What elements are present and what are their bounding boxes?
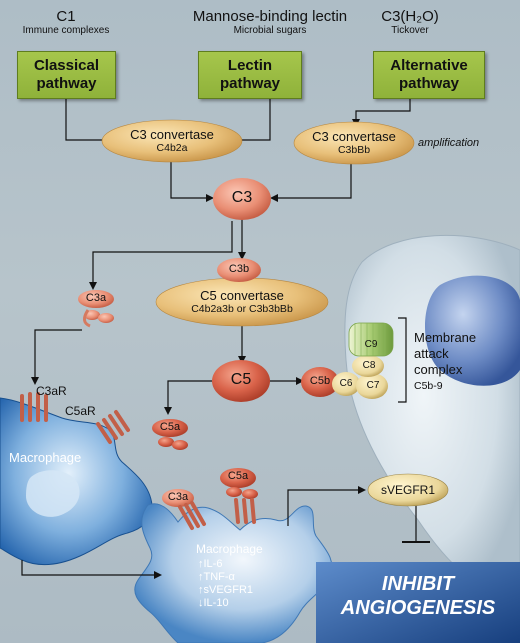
outcome-line2: ANGIOGENESIS xyxy=(340,597,496,619)
arrow-c3con-to-c3 xyxy=(170,160,214,202)
arrow-macrophage-to-svegfr1 xyxy=(287,486,366,526)
c5-convertase: C5 convertase C4b2a3b or C3b3bBb xyxy=(156,280,328,324)
c5ar-receptor xyxy=(96,410,130,444)
c3ar-label: C3aR xyxy=(36,384,67,398)
c5a-molecule xyxy=(152,419,188,450)
c6-label: C6 xyxy=(339,378,353,389)
c5a-label: C5a xyxy=(159,421,181,433)
mac-line3: complex xyxy=(414,362,463,377)
c3b-label: C3b xyxy=(228,263,250,275)
effect-svegfr1: ↑sVEGFR1 xyxy=(198,584,254,596)
c3-shape xyxy=(213,178,271,220)
macrophage-bottom-cell xyxy=(134,503,333,643)
effect-il6: ↑IL-6 xyxy=(198,558,223,570)
effect-il10: ↓IL-10 xyxy=(198,597,229,609)
arrow-alternative-to-c3con xyxy=(352,99,411,127)
c9-shape xyxy=(348,322,394,357)
classical-pathway-box: Classical pathway xyxy=(17,51,116,99)
alternative-pathway-line1: Alternative xyxy=(390,57,468,74)
c3b-shape xyxy=(217,258,261,282)
c7-label: C7 xyxy=(366,380,380,391)
c5-convertase-formula: C4b2a3b or C3b3bBb xyxy=(191,303,293,315)
c3a-receptor-complex xyxy=(162,489,206,530)
c5a-bound-label: C5a xyxy=(227,470,249,482)
c3-convertase-alternative-formula: C3bBb xyxy=(337,144,371,156)
svegfr1-shape xyxy=(367,473,449,507)
classical-pathway-line1: Classical xyxy=(33,57,100,74)
mac-line1: Membrane xyxy=(414,330,477,345)
arrow-c5-to-c5a xyxy=(164,380,212,415)
lectin-pathway-line2: pathway xyxy=(219,75,280,92)
mac-line2: attack xyxy=(414,346,449,361)
c5-shape xyxy=(212,360,270,402)
effect-tnf: ↑TNF-α xyxy=(198,571,235,583)
outcome-box xyxy=(316,562,520,643)
macrophage-top-label: Macrophage xyxy=(9,450,82,465)
c3a-bound-label: C3a xyxy=(167,491,189,503)
mac-bracket xyxy=(398,317,407,403)
c8-shape xyxy=(352,355,384,377)
c3-convertase-alternative-title: C3 convertase xyxy=(312,129,396,144)
outcome-line1: INHIBIT xyxy=(381,573,455,595)
c3-convertase-alternative-shape xyxy=(293,121,415,165)
arrow-c3-to-c3a xyxy=(89,221,233,290)
source-lectin-subtitle: Microbial sugars xyxy=(233,25,307,36)
c3-convertase-classical-formula: C4b2a xyxy=(156,142,188,154)
c3-convertase-classical-title: C3 convertase xyxy=(130,127,214,142)
c5b-shape xyxy=(301,367,339,397)
alternative-pathway-line2: pathway xyxy=(398,75,459,92)
svegfr1-label: sVEGFR1 xyxy=(380,483,435,497)
cell-nucleus xyxy=(425,275,520,386)
mac-label: Membrane attack complex C5b-9 xyxy=(414,330,476,394)
macrophage-top-vacuole xyxy=(26,470,80,517)
c3-convertase-alternative: C3 convertase C3bBb xyxy=(294,123,414,163)
c7-shape xyxy=(356,373,388,399)
amplification-label: amplification xyxy=(418,137,480,149)
macrophage-effects: ↑IL-6 ↑TNF-α ↑sVEGFR1 ↓IL-10 xyxy=(198,558,253,610)
c3a-molecule xyxy=(78,290,114,328)
c5-convertase-title: C5 convertase xyxy=(200,288,284,303)
c3-convertase-classical: C3 convertase C4b2a xyxy=(102,121,242,161)
c5-label: C5 xyxy=(230,371,252,388)
source-alternative-title: C3(H₂O) xyxy=(381,8,439,25)
outcome-text: INHIBIT ANGIOGENESIS xyxy=(316,572,520,620)
arrow-c3a-to-c3ar xyxy=(31,329,82,385)
c9-label: C9 xyxy=(364,339,378,350)
lectin-pathway-box: Lectin pathway xyxy=(198,51,302,99)
lectin-pathway-line1: Lectin xyxy=(227,57,273,74)
c5b-label: C5b xyxy=(309,375,331,387)
source-classical-title: C1 xyxy=(56,8,76,25)
c3a-label: C3a xyxy=(85,292,107,304)
source-alternative-subtitle: Tickover xyxy=(391,25,429,36)
c5a-receptor-complex xyxy=(220,468,258,524)
arrow-altcon-to-c3 xyxy=(270,160,352,202)
mac-formula: C5b-9 xyxy=(414,380,443,392)
arrow-macrophage-to-macrophage xyxy=(21,560,162,579)
classical-pathway-line2: pathway xyxy=(36,75,97,92)
c3ar-receptor xyxy=(20,392,48,422)
source-lectin-title: Mannose-binding lectin xyxy=(192,8,348,25)
c5ar-label: C5aR xyxy=(65,404,96,418)
target-cell xyxy=(344,234,520,592)
c8-label: C8 xyxy=(362,360,376,371)
c6-shape xyxy=(332,372,360,396)
connector-lines xyxy=(21,99,430,579)
source-classical-subtitle: Immune complexes xyxy=(22,25,110,36)
alternative-pathway-box: Alternative pathway xyxy=(373,51,485,99)
c3-label: C3 xyxy=(231,189,253,206)
c3-convertase-classical-shape xyxy=(101,119,243,163)
macrophage-bottom-label: Macrophage xyxy=(196,542,263,556)
